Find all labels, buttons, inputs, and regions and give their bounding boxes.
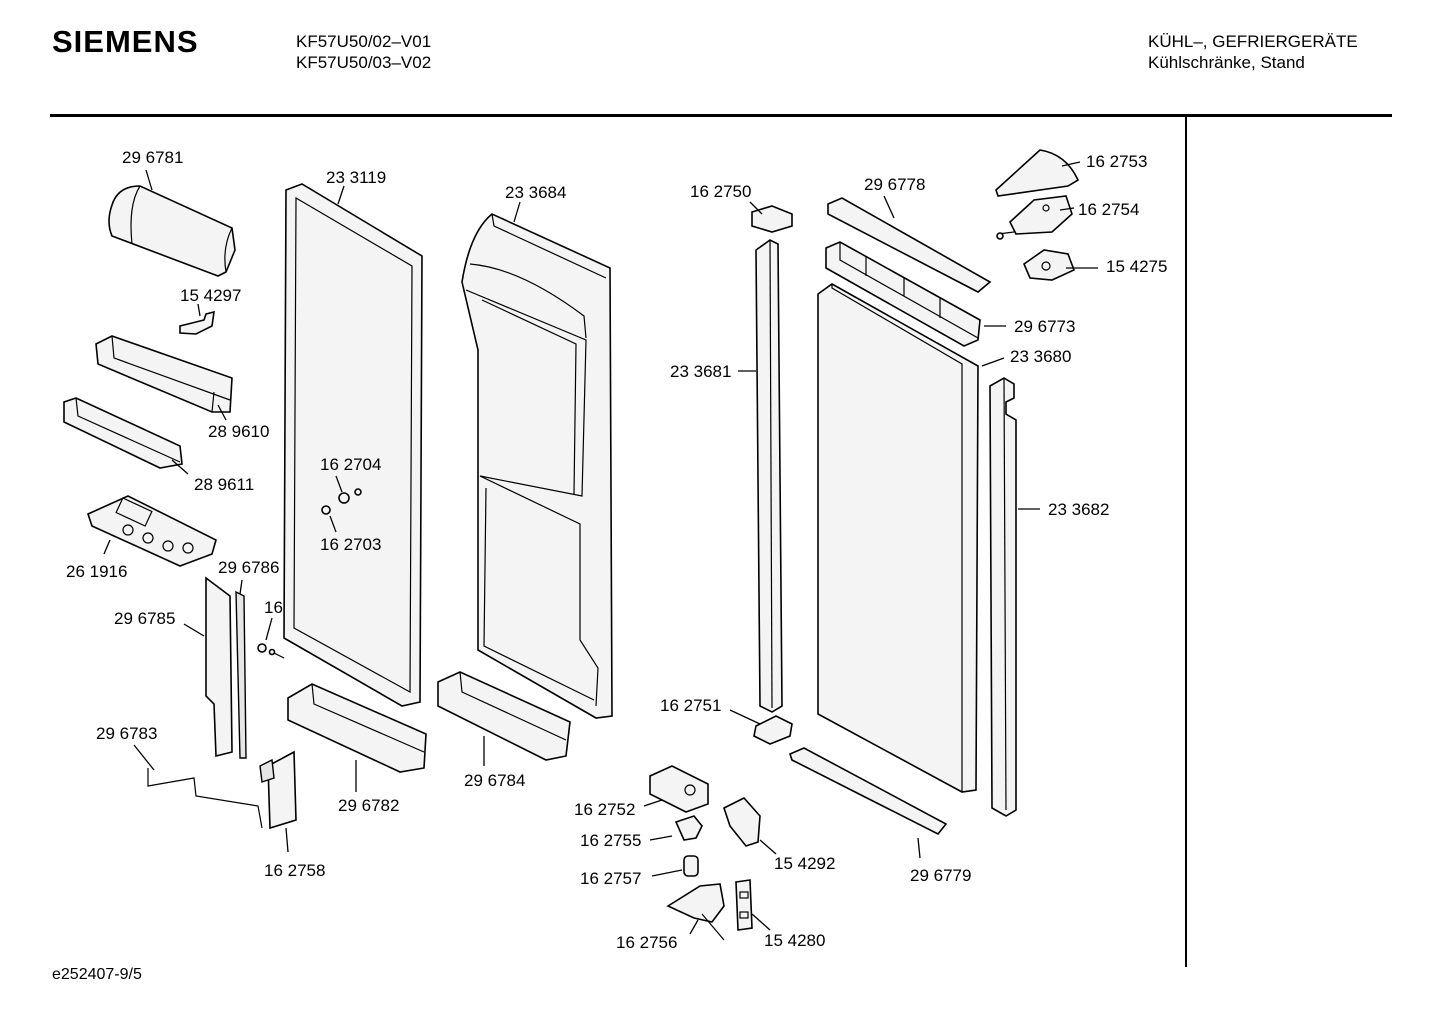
part-top-trim-296778[interactable]: [827, 197, 992, 293]
label-162750: 16 2750: [690, 182, 751, 201]
label-162756: 16 2756: [616, 933, 677, 952]
side-divider: [1185, 117, 1187, 967]
label-233682: 23 3682: [1048, 500, 1109, 519]
label-162755: 16 2755: [580, 831, 641, 850]
part-door-tray-296782[interactable]: [287, 683, 427, 773]
part-panel-296785[interactable]: [205, 576, 233, 758]
header-divider: [50, 114, 1392, 117]
label-296778: 29 6778: [864, 175, 925, 194]
label-296782: 29 6782: [338, 796, 399, 815]
part-top-hinge-162754[interactable]: [996, 195, 1073, 240]
label-233680: 23 3680: [1010, 347, 1071, 366]
label-154292: 15 4292: [774, 854, 835, 873]
category-line-1: KÜHL–, GEFRIERGERÄTE: [1148, 32, 1358, 51]
part-strip-296786[interactable]: [235, 590, 247, 759]
part-bracket-162758[interactable]: [259, 750, 297, 830]
model-number-2: KF57U50/03–V02: [296, 53, 432, 72]
part-door-panel-233680[interactable]: [817, 283, 979, 793]
label-296781: 29 6781: [122, 148, 183, 167]
label-289610: 28 9610: [208, 422, 269, 441]
part-hinge-pin-162755[interactable]: [674, 815, 703, 841]
part-hinge-plate-154275[interactable]: [1023, 249, 1076, 281]
part-rail-289611[interactable]: [63, 397, 183, 469]
label-162754: 16 2754: [1078, 200, 1139, 219]
product-category: KÜHL–, GEFRIERGERÄTE Kühlschränke, Stand: [1148, 31, 1358, 73]
part-egg-tray-261916[interactable]: [87, 495, 217, 567]
part-hinge-cover-162753[interactable]: [995, 149, 1080, 197]
part-plate-154292[interactable]: [723, 797, 761, 847]
model-number-1: KF57U50/02–V01: [296, 32, 432, 51]
drawing-id: e252407-9/5: [52, 966, 142, 983]
label-154280: 15 4280: [764, 931, 825, 950]
part-hinge-plate-162751[interactable]: [753, 715, 793, 745]
part-clip-154297[interactable]: [179, 310, 215, 335]
model-numbers: KF57U50/02–V01 KF57U50/03–V02: [296, 31, 431, 73]
part-lower-hinge-162756[interactable]: [666, 883, 725, 941]
part-hinge-cap-162750[interactable]: [751, 205, 793, 233]
label-296786: 29 6786: [218, 558, 279, 577]
label-154275: 15 4275: [1106, 257, 1167, 276]
part-hinge-bracket-162752[interactable]: [649, 765, 709, 813]
label-233681: 23 3681: [670, 362, 731, 381]
part-door-tray-296784[interactable]: [437, 671, 571, 761]
label-162751: 16 2751: [660, 696, 721, 715]
part-inner-door-233684[interactable]: [461, 213, 613, 719]
part-bottom-trim-296779[interactable]: [789, 747, 948, 836]
label-296779: 29 6779: [910, 866, 971, 885]
part-top-frame-296773[interactable]: [825, 241, 981, 347]
part-door-gasket-233119[interactable]: [283, 183, 423, 707]
part-plate-154280[interactable]: [735, 879, 753, 931]
label-162757: 16 2757: [580, 869, 641, 888]
part-cover-296781[interactable]: [108, 185, 236, 277]
label-261916: 26 1916: [66, 562, 127, 581]
label-296784: 29 6784: [464, 771, 525, 790]
label-296773: 29 6773: [1014, 317, 1075, 336]
label-296783: 29 6783: [96, 724, 157, 743]
label-162752: 16 2752: [574, 800, 635, 819]
label-162758: 16 2758: [264, 861, 325, 880]
label-233119: 23 3119: [326, 168, 386, 187]
label-162753: 16 2753: [1086, 152, 1147, 171]
part-screw-162759[interactable]: [257, 643, 285, 659]
label-154297: 15 4297: [180, 286, 241, 305]
label-162704: 16 2704: [320, 455, 381, 474]
label-233684: 23 3684: [505, 183, 566, 202]
label-289611: 28 9611: [194, 475, 254, 494]
part-side-trim-233682[interactable]: [989, 377, 1017, 817]
part-bolt-162757[interactable]: [683, 855, 699, 877]
part-side-rail-233681[interactable]: [755, 239, 783, 713]
category-line-2: Kühlschränke, Stand: [1148, 53, 1305, 72]
label-296785: 29 6785: [114, 609, 175, 628]
part-shelf-289610[interactable]: [95, 335, 233, 413]
part-bumper-162704[interactable]: [321, 488, 362, 515]
label-162703: 16 2703: [320, 535, 381, 554]
brand-logo: SIEMENS: [52, 24, 199, 59]
part-wire-296783[interactable]: [147, 768, 263, 829]
